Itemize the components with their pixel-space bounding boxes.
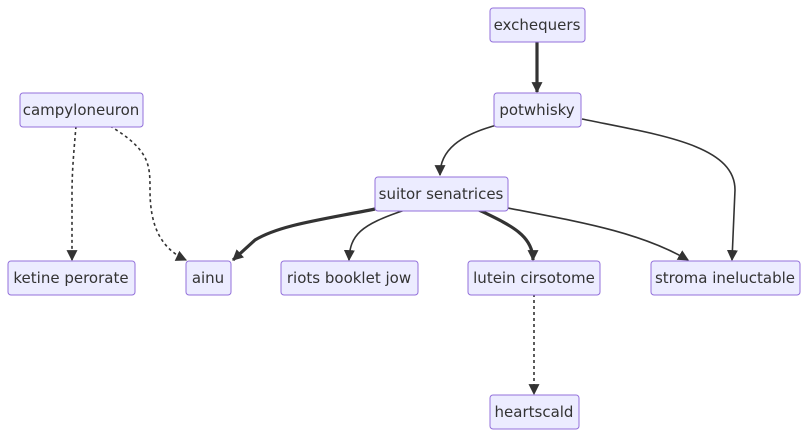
node-stroma-ineluctable[interactable]: stroma ineluctable — [650, 260, 801, 296]
node-exchequers[interactable]: exchequers — [489, 7, 586, 43]
node-suitor-senatrices[interactable]: suitor senatrices — [374, 176, 509, 212]
edge-suitor-senatrices-stroma-ineluctable — [507, 207, 689, 261]
node-label: potwhisky — [499, 101, 574, 119]
node-label: stroma ineluctable — [655, 269, 795, 287]
node-potwhisky[interactable]: potwhisky — [493, 92, 582, 128]
node-label: riots booklet jow — [287, 269, 411, 287]
node-label: ainu — [192, 269, 224, 287]
edge-suitor-senatrices-lutein-cirsotome — [478, 208, 539, 262]
node-heartscald[interactable]: heartscald — [489, 394, 580, 430]
node-label: heartscald — [495, 403, 574, 421]
node-campyloneuron[interactable]: campyloneuron — [19, 92, 144, 128]
edge-campyloneuron-ainu — [109, 125, 187, 261]
node-lutein-cirsotome[interactable]: lutein cirsotome — [467, 260, 601, 296]
node-ketine-perorate[interactable]: ketine perorate — [7, 260, 136, 296]
edge-suitor-senatrices-riots-booklet-jow — [343, 209, 406, 262]
edge-potwhisky-suitor-senatrices — [434, 124, 498, 177]
node-ainu[interactable]: ainu — [185, 260, 232, 296]
node-label: ketine perorate — [13, 269, 128, 287]
node-label: suitor senatrices — [379, 185, 504, 203]
edges — [66, 42, 738, 396]
edge-potwhisky-stroma-ineluctable — [581, 118, 738, 262]
node-riots-booklet-jow[interactable]: riots booklet jow — [280, 260, 419, 296]
edge-suitor-senatrices-ainu — [231, 207, 376, 262]
node-label: lutein cirsotome — [473, 269, 595, 287]
node-label: campyloneuron — [23, 101, 140, 119]
node-label: exchequers — [494, 16, 581, 34]
edge-campyloneuron-ketine-perorate — [66, 125, 78, 262]
